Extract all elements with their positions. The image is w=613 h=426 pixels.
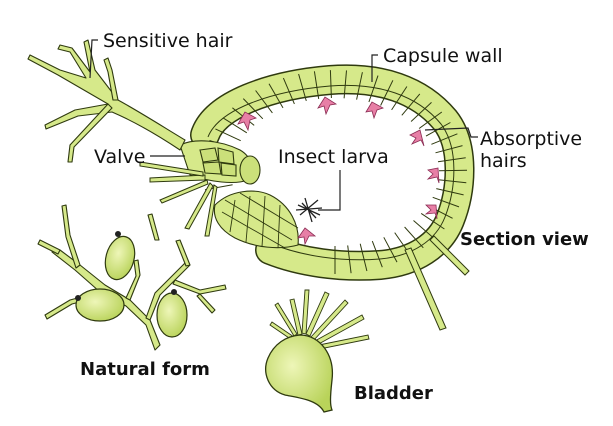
label-natural-form: Natural form: [80, 359, 210, 380]
cell-divider: [420, 212, 445, 230]
label-insect-larva: Insect larva: [278, 146, 389, 168]
label-sensitive-hair: Sensitive hair: [103, 30, 233, 52]
cell-divider: [391, 86, 408, 111]
cell-divider: [282, 77, 295, 105]
valve-bristles: [139, 161, 218, 237]
leader-lines: [89, 39, 478, 211]
cell-divider: [401, 93, 421, 116]
cell-divider: [242, 98, 264, 120]
insect-larva: [295, 197, 323, 223]
sensitive-hair: [27, 39, 186, 163]
cell-divider: [438, 179, 467, 184]
cell-divider: [437, 157, 466, 163]
cell-divider: [431, 133, 458, 145]
cell-divider: [268, 83, 284, 109]
cell-divider: [215, 128, 241, 142]
bladder: [265, 289, 370, 413]
cell-divider: [359, 243, 368, 272]
cell-divider: [380, 80, 394, 106]
cell-divider: [222, 117, 248, 134]
label-absorptive-hairs: Absorptive hairs: [480, 128, 583, 172]
cell-divider: [313, 71, 320, 99]
cell-divider: [368, 75, 379, 103]
cell-divider: [347, 245, 352, 274]
cell-divider: [298, 73, 307, 102]
cell-divider: [383, 237, 398, 263]
label-section-view: Section view: [460, 229, 589, 250]
label-capsule-wall: Capsule wall: [383, 45, 503, 67]
cell-divider: [436, 188, 464, 196]
cell-divider: [371, 240, 383, 268]
cell-divider: [438, 169, 468, 172]
cell-divider: [418, 111, 443, 129]
cell-divider: [435, 145, 463, 154]
cell-divider: [343, 70, 347, 99]
cell-divider: [410, 102, 432, 122]
cell-divider: [404, 226, 424, 249]
absorptive-hairs: [237, 96, 440, 246]
cell-divider: [255, 90, 273, 114]
label-bladder: Bladder: [354, 383, 433, 404]
natural-form: [37, 204, 227, 351]
cell-divider: [329, 70, 332, 99]
label-valve: Valve: [94, 146, 146, 168]
cell-divider: [413, 220, 435, 240]
tail-hairs: [404, 235, 470, 331]
cell-divider: [356, 72, 363, 100]
cell-divider: [432, 196, 460, 208]
